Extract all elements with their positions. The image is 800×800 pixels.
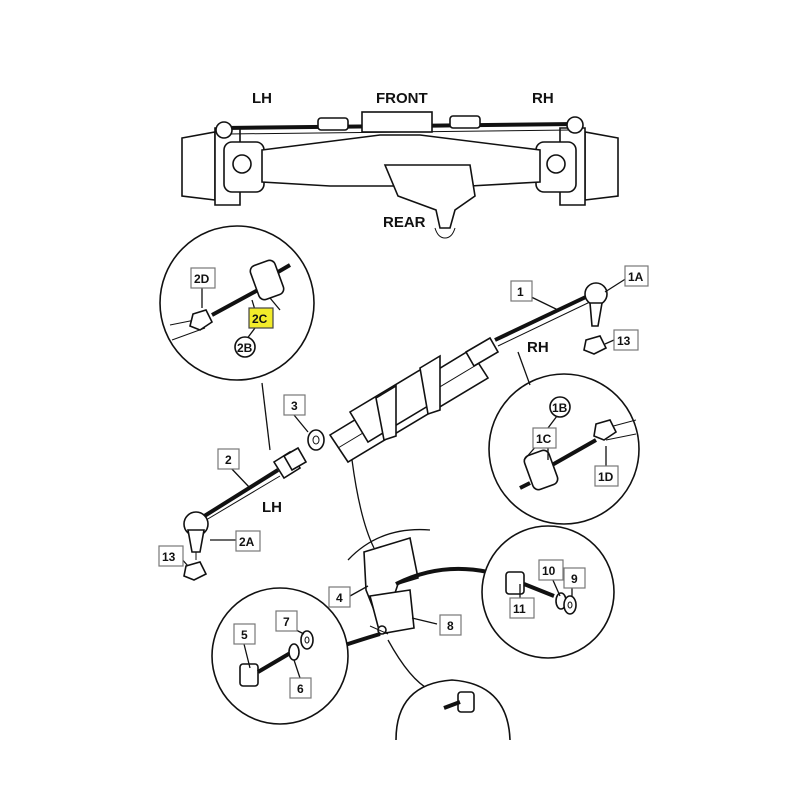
callout-10: 10 (538, 559, 564, 581)
callout-13-right-text: 13 (617, 334, 631, 348)
callout-2d: 2D (190, 267, 216, 289)
axle-lh-label: LH (252, 90, 272, 107)
detail-circle-left-end (159, 225, 315, 451)
callout-8: 8 (439, 614, 462, 636)
callout-2d-text: 2D (194, 272, 210, 286)
callout-6: 6 (289, 677, 312, 699)
callout-10-text: 10 (542, 564, 556, 578)
callout-1: 1 (510, 280, 533, 302)
detail-circle-bottom-partial (395, 679, 511, 741)
callout-1b: 1B (549, 396, 571, 418)
axle-overview: LH FRONT RH REAR (181, 90, 619, 239)
callout-13-left-text: 13 (162, 550, 176, 564)
main-lh-label: LH (262, 499, 282, 516)
callout-5-text: 5 (241, 628, 248, 642)
detail-circle-bolt-right (481, 525, 615, 659)
callout-2c-text: 2C (252, 312, 268, 326)
callout-9: 9 (563, 567, 586, 589)
callout-3: 3 (283, 394, 306, 416)
callout-3-text: 3 (291, 399, 298, 413)
bracket-detail (335, 459, 489, 691)
callout-2a: 2A (235, 530, 261, 552)
callout-7-text: 7 (283, 615, 290, 629)
callout-1d-text: 1D (598, 470, 614, 484)
axle-front-label: FRONT (376, 90, 428, 107)
callout-4-text: 4 (336, 591, 343, 605)
main-rh-label: RH (527, 339, 549, 356)
detail-circle-right-end (488, 351, 640, 525)
steering-linkage: LH RH (183, 282, 608, 581)
callout-6-text: 6 (297, 682, 304, 696)
callout-9-text: 9 (571, 572, 578, 586)
callout-7: 7 (275, 610, 298, 632)
callout-4: 4 (328, 586, 351, 608)
callout-1c: 1C (532, 427, 557, 449)
callout-1-text: 1 (517, 285, 524, 299)
callout-2a-text: 2A (239, 535, 255, 549)
callout-2b: 2B (234, 336, 256, 358)
axle-rear-label: REAR (383, 214, 426, 231)
callout-13-right: 13 (613, 329, 639, 351)
callout-2c: 2C (248, 307, 274, 329)
callout-13-left: 13 (158, 545, 184, 567)
callout-2: 2 (217, 448, 240, 470)
callout-1c-text: 1C (536, 432, 552, 446)
callout-2b-text: 2B (237, 341, 253, 355)
callout-8-text: 8 (447, 619, 454, 633)
callout-1a: 1A (624, 265, 649, 287)
callout-5: 5 (233, 623, 256, 645)
callout-11: 11 (509, 597, 535, 619)
axle-rh-label: RH (532, 90, 554, 107)
callout-1d: 1D (594, 465, 619, 487)
callout-1a-text: 1A (628, 270, 644, 284)
callout-1b-text: 1B (552, 401, 568, 415)
callout-2-text: 2 (225, 453, 232, 467)
detail-circle-bolt-left (211, 587, 349, 725)
callout-11-text: 11 (513, 602, 526, 616)
